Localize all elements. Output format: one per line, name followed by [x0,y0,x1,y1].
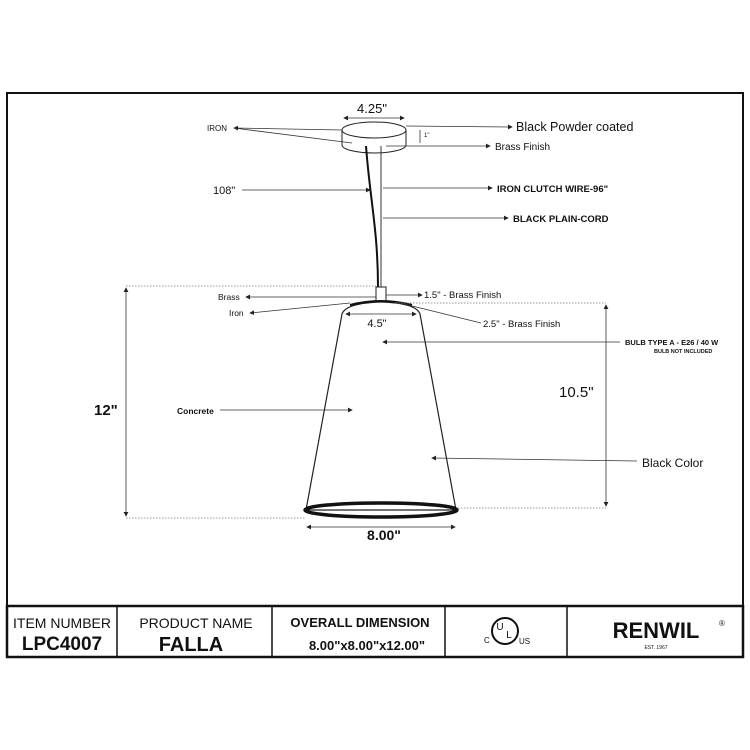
title-block [5,604,745,659]
shade-height-label: 10.5" [559,384,594,401]
black-color-label: Black Color [642,456,703,470]
concrete-label: Concrete [177,406,214,416]
svg-text:U: U [496,622,503,633]
brand-est: EST. 1967 [644,645,667,651]
svg-text:L: L [506,630,512,641]
ul-listed-logo: U L C US [484,617,530,646]
socket-finish-label: 1.5" - Brass Finish [424,290,501,301]
black-powder-label: Black Powder coated [516,120,633,134]
plain-cord-label: BLACK PLAIN-CORD [513,214,609,225]
canopy [341,121,407,154]
svg-text:®: ® [719,619,725,628]
length-label: 108" [213,185,235,197]
top-width-label: 4.5" [367,318,386,330]
bulb-type-label: BULB TYPE A - E26 / 40 W [625,338,719,347]
product-name-label: PRODUCT NAME [139,615,252,631]
bottom-width-label: 8.00" [367,527,401,543]
brass-finish-label: Brass Finish [495,142,550,153]
canopy-height-label: 1" [424,133,429,139]
brand-logo: RENWIL [613,618,700,643]
brass-label: Brass [218,292,240,302]
canopy-width-label: 4.25" [357,101,387,116]
cap-finish-label: 2.5" - Brass Finish [483,319,560,330]
overall-dimension: 8.00"x8.00"x12.00" [309,638,425,653]
iron-small-label: Iron [229,308,244,318]
bulb-note-label: BULB NOT INCLUDED [654,349,712,355]
overall-dimension-label: OVERALL DIMENSION [290,615,429,630]
svg-text:C: C [484,636,490,645]
item-number: LPC4007 [22,634,102,655]
iron-label: IRON [207,124,227,133]
clutch-wire-label: IRON CLUTCH WIRE-96" [497,184,608,195]
product-name: FALLA [159,634,223,656]
shade [303,300,459,519]
power-cord [365,145,379,289]
item-number-label: ITEM NUMBER [13,615,111,631]
svg-text:US: US [519,637,530,646]
overall-height-label: 12" [94,402,118,419]
